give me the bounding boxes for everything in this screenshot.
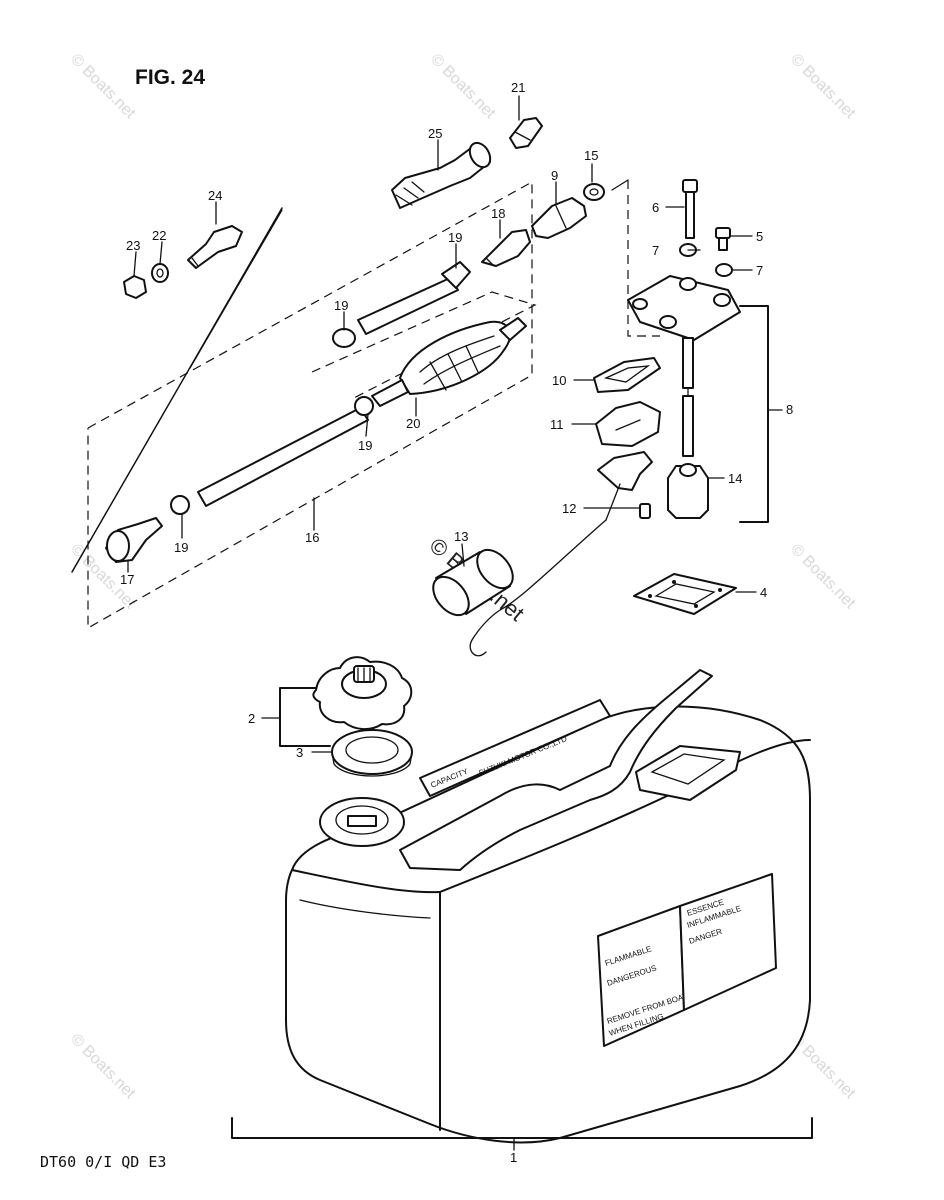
label-part-13: 13 xyxy=(454,529,468,544)
part-23-nut xyxy=(123,275,147,299)
label-part-19-left: 19 xyxy=(334,298,348,313)
hose-lower xyxy=(170,396,374,515)
bracket-1 xyxy=(231,1117,813,1139)
label-part-10: 10 xyxy=(552,373,566,388)
watermark-top-mid: © Boats.net xyxy=(427,51,499,123)
part-14-float xyxy=(667,463,709,519)
label-part-15: 15 xyxy=(584,148,598,163)
part-5-screw xyxy=(715,227,731,251)
part-7-washer-right xyxy=(715,263,733,277)
watermark-bottom-left: © Boats.net xyxy=(67,1031,139,1103)
part-9-fitting xyxy=(531,197,587,239)
part-22-washer-hole xyxy=(156,268,164,278)
label-part-21: 21 xyxy=(511,80,525,95)
part-13-cylinder xyxy=(432,548,514,617)
part-3-seal xyxy=(331,729,413,777)
label-part-16: 16 xyxy=(305,530,319,545)
hose-upper xyxy=(332,261,471,348)
label-part-4: 4 xyxy=(760,585,767,600)
label-part-19-top: 19 xyxy=(448,230,462,245)
label-part-25: 25 xyxy=(428,126,442,141)
part-18-fitting xyxy=(481,229,531,267)
part-15-washer xyxy=(583,183,605,201)
bracket-8 xyxy=(739,305,769,523)
label-part-1: 1 xyxy=(510,1150,517,1165)
label-part-14: 14 xyxy=(728,471,742,486)
figure-title: FIG. 24 xyxy=(135,66,205,89)
label-part-8: 8 xyxy=(786,402,793,417)
label-part-18: 18 xyxy=(491,206,505,221)
model-code: DT60 0/I QD E3 xyxy=(40,1153,166,1171)
label-part-24: 24 xyxy=(208,188,222,203)
part-6-bolt xyxy=(682,179,698,239)
part-15-washer-hole xyxy=(589,188,599,196)
leader-lines xyxy=(127,95,757,753)
part-2-cap xyxy=(312,656,413,730)
bracket-2-3 xyxy=(279,687,331,747)
label-part-2: 2 xyxy=(248,711,255,726)
part-10-gasket xyxy=(593,357,661,393)
label-part-7-right: 7 xyxy=(756,263,763,278)
watermark-top-left: © Boats.net xyxy=(67,51,139,123)
label-part-22: 22 xyxy=(152,228,166,243)
part-25-hose-connector xyxy=(391,141,492,209)
part-22-washer xyxy=(151,263,169,283)
part-1-fuel-tank: CAPACITY SUZUKI MOTOR CO.,LTD FLAMMABLE … xyxy=(285,669,811,1144)
part-21-fitting xyxy=(509,117,543,149)
label-part-19-mid: 19 xyxy=(358,438,372,453)
part-17-connector xyxy=(105,517,163,563)
label-part-6: 6 xyxy=(652,200,659,215)
part-12-bracket xyxy=(469,451,653,657)
label-part-7-left: 7 xyxy=(652,243,659,258)
label-part-12: 12 xyxy=(562,501,576,516)
part-labels: 1 2 3 4 5 6 7 7 8 9 10 11 12 13 14 15 16… xyxy=(120,80,793,1165)
label-part-5: 5 xyxy=(756,229,763,244)
gauge-dashed-boundary xyxy=(627,180,660,337)
part-8-gauge-assembly xyxy=(627,275,741,457)
part-20-primer-bulb xyxy=(371,317,527,407)
label-part-11: 11 xyxy=(550,417,564,432)
label-part-17: 17 xyxy=(120,572,134,587)
watermark-mid-right: © Boats.net xyxy=(787,541,859,613)
label-part-9: 9 xyxy=(551,168,558,183)
label-part-20: 20 xyxy=(406,416,420,431)
watermark-top-right: © Boats.net xyxy=(787,51,859,123)
part-4-gasket xyxy=(633,573,737,615)
label-part-23: 23 xyxy=(126,238,140,253)
label-part-3: 3 xyxy=(296,745,303,760)
part-24-fitting xyxy=(187,225,243,269)
label-part-19-bottom: 19 xyxy=(174,540,188,555)
part-11-cover xyxy=(595,401,661,447)
